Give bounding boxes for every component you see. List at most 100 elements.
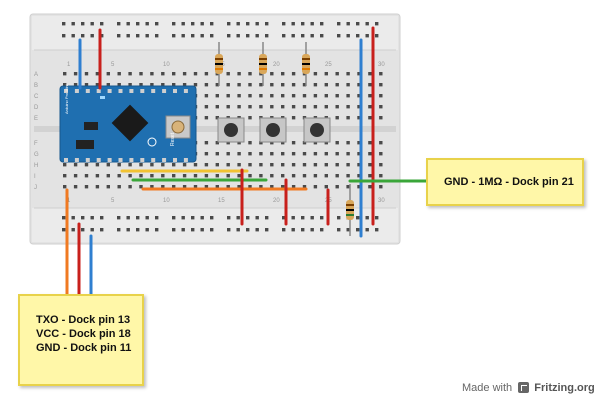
breadboard-hole: [368, 174, 372, 178]
breadboard-hole: [270, 152, 274, 156]
breadboard-hole: [320, 34, 324, 38]
breadboard-hole: [357, 105, 361, 109]
breadboard-hole: [259, 163, 263, 167]
breadboard-hole: [155, 228, 159, 232]
breadboard-hole: [204, 141, 209, 145]
breadboard-hole: [335, 105, 339, 109]
breadboard-hole: [139, 163, 143, 167]
breadboard-hole: [368, 116, 372, 120]
microcontroller-chip: [111, 104, 149, 142]
resistor-1: [215, 42, 223, 86]
breadboard-hole: [172, 34, 176, 38]
breadboard-hole: [73, 72, 78, 76]
header-pin: [151, 158, 156, 162]
breadboard-hole: [281, 163, 285, 167]
breadboard-hole: [302, 185, 307, 189]
serial-connection-note: TXO - Dock pin 13 VCC - Dock pin 18 GND …: [18, 294, 144, 386]
breadboard-hole: [106, 83, 110, 87]
col-num: 25: [325, 62, 332, 68]
breadboard-hole: [368, 152, 372, 156]
breadboard-hole: [226, 83, 230, 87]
breadboard-hole: [139, 83, 143, 87]
col-num: 5: [111, 198, 115, 204]
breadboard-hole: [155, 34, 159, 38]
breadboard-hole: [301, 216, 305, 220]
breadboard-hole: [210, 228, 214, 232]
breadboard-hole: [346, 163, 350, 167]
breadboard-hole: [62, 22, 66, 26]
breadboard-hole: [302, 94, 307, 98]
breadboard-hole: [100, 34, 104, 38]
breadboard-hole: [255, 34, 259, 38]
breadboard-hole: [259, 174, 263, 178]
breadboard-hole: [182, 83, 187, 87]
breadboard-hole: [181, 216, 185, 220]
breadboard-hole: [136, 22, 140, 26]
breadboard-hole: [346, 83, 350, 87]
breadboard-hole: [191, 34, 195, 38]
breadboard-hole: [356, 216, 360, 220]
breadboard-hole: [357, 163, 361, 167]
breadboard-hole: [84, 185, 89, 189]
breadboard-hole: [248, 163, 252, 167]
header-pin: [107, 89, 112, 93]
breadboard-hole: [302, 141, 307, 145]
breadboard-hole: [259, 105, 263, 109]
breadboard-hole: [126, 216, 130, 220]
breadboard-hole: [100, 216, 104, 220]
breadboard-hole: [150, 174, 154, 178]
bottom-power-rail: [32, 208, 398, 242]
col-num: 15: [218, 198, 225, 204]
breadboard-hole: [313, 141, 318, 145]
breadboard-hole: [324, 163, 328, 167]
breadboard-hole: [193, 185, 198, 189]
crystal: [84, 122, 98, 130]
breadboard-hole: [246, 216, 250, 220]
breadboard-hole: [356, 22, 360, 26]
breadboard-hole: [265, 22, 269, 26]
header-pin: [64, 158, 68, 162]
breadboard-hole: [227, 228, 231, 232]
breadboard-hole: [204, 152, 209, 156]
breadboard-hole: [161, 174, 165, 178]
breadboard-hole: [346, 116, 350, 120]
breadboard-hole: [172, 163, 176, 167]
breadboard-hole: [282, 216, 286, 220]
breadboard-hole: [270, 105, 274, 109]
breadboard-hole: [128, 72, 132, 76]
breadboard-hole: [375, 22, 379, 26]
breadboard-hole: [193, 174, 198, 178]
breadboard-hole: [324, 185, 328, 189]
breadboard-hole: [346, 228, 350, 232]
breadboard-hole: [95, 72, 100, 76]
fritzing-logo-icon: [518, 382, 530, 393]
breadboard-hole: [248, 94, 252, 98]
col-num: 30: [378, 62, 385, 68]
col-num: 10: [163, 62, 170, 68]
breadboard-hole: [90, 228, 94, 232]
row-letter: C: [34, 94, 39, 100]
breadboard-hole: [270, 72, 274, 76]
breadboard-hole: [357, 72, 361, 76]
resistor-2: [259, 42, 267, 86]
breadboard-hole: [301, 22, 305, 26]
breadboard-hole: [313, 83, 318, 87]
header-pin: [64, 89, 68, 93]
reset-label: Reset: [170, 132, 176, 146]
breadboard-hole: [368, 185, 372, 189]
breadboard-hole: [200, 22, 204, 26]
resistor-3: [302, 42, 310, 86]
breadboard-hole: [255, 228, 259, 232]
breadboard-hole: [375, 216, 379, 220]
breadboard-hole: [291, 228, 295, 232]
breadboard-hole: [172, 174, 176, 178]
header-pin: [151, 89, 156, 93]
header-pin: [173, 89, 177, 93]
breadboard-hole: [335, 163, 339, 167]
breadboard-hole: [357, 141, 361, 145]
breadboard-hole: [259, 185, 263, 189]
breadboard-hole: [368, 141, 372, 145]
breadboard-hole: [237, 174, 241, 178]
breadboard-hole: [81, 22, 85, 26]
